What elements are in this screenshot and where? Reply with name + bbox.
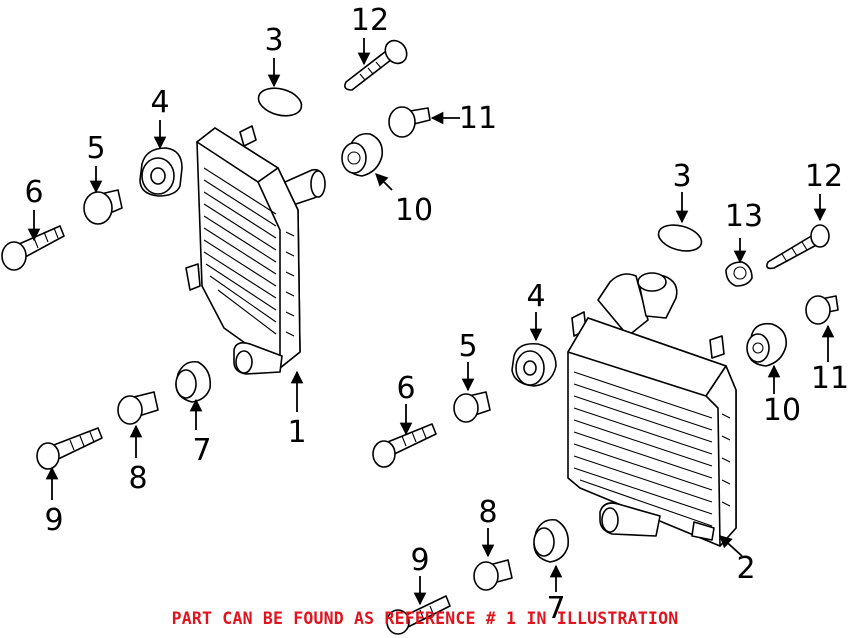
left-intercooler-fins — [203, 167, 295, 337]
right-bolt-6 — [372, 423, 437, 468]
callouts-right: 2 3 4 5 6 7 8 9 10 11 12 13 — [396, 159, 849, 626]
callout-left-8: 8 — [128, 461, 147, 496]
callout-right-13: 13 — [725, 199, 763, 234]
right-grommet-7 — [533, 518, 570, 563]
right-bolt-12 — [766, 224, 830, 270]
left-intercooler — [185, 125, 326, 375]
callout-left-7: 7 — [192, 433, 211, 468]
callout-left-1: 1 — [287, 415, 306, 450]
callout-right-7: 7 — [546, 591, 565, 626]
callout-right-10: 10 — [763, 393, 801, 428]
callout-right-9: 9 — [410, 543, 429, 578]
callout-left-10: 10 — [395, 193, 433, 228]
right-bolt-9 — [386, 595, 451, 635]
callout-right-8: 8 — [478, 495, 497, 530]
right-bushing-5 — [453, 391, 491, 423]
callout-left-12: 12 — [351, 3, 389, 38]
callout-right-2: 2 — [736, 551, 755, 586]
right-washer-3 — [657, 224, 703, 252]
left-bushing-8 — [117, 391, 159, 425]
left-grommet-4 — [139, 147, 183, 197]
callout-right-11: 11 — [811, 361, 849, 396]
callout-right-5: 5 — [458, 329, 477, 364]
callout-left-6: 6 — [24, 175, 43, 210]
right-bolt-11 — [805, 295, 839, 325]
left-grommet-7 — [175, 360, 212, 403]
callout-right-12: 12 — [805, 159, 843, 194]
right-bushing-8 — [473, 559, 513, 591]
left-bolt-11 — [388, 106, 431, 138]
callout-right-3: 3 — [672, 159, 691, 194]
left-bolt-12 — [344, 39, 408, 91]
left-bolt-9 — [36, 427, 103, 470]
callout-left-3: 3 — [264, 23, 283, 58]
callout-left-9: 9 — [44, 503, 63, 538]
callout-right-6: 6 — [396, 371, 415, 406]
leader-arrows — [27, 38, 835, 606]
reference-note: PART CAN BE FOUND AS REFERENCE # 1 IN IL… — [171, 609, 679, 628]
right-grommet-4 — [511, 342, 557, 387]
callout-left-5: 5 — [86, 131, 105, 166]
right-nut-13 — [725, 261, 753, 287]
right-intercooler — [567, 272, 737, 547]
callout-right-4: 4 — [526, 279, 545, 314]
left-grommet-10 — [341, 132, 384, 177]
callouts-left: 1 3 4 5 6 7 8 9 10 11 12 — [24, 3, 497, 538]
callout-left-4: 4 — [150, 85, 169, 120]
right-intercooler-fins — [573, 371, 731, 527]
left-bolt-6 — [1, 225, 65, 271]
callout-left-11: 11 — [459, 101, 497, 136]
right-grommet-10 — [746, 322, 788, 367]
left-washer-3 — [257, 87, 303, 117]
left-bushing-5 — [83, 189, 123, 225]
